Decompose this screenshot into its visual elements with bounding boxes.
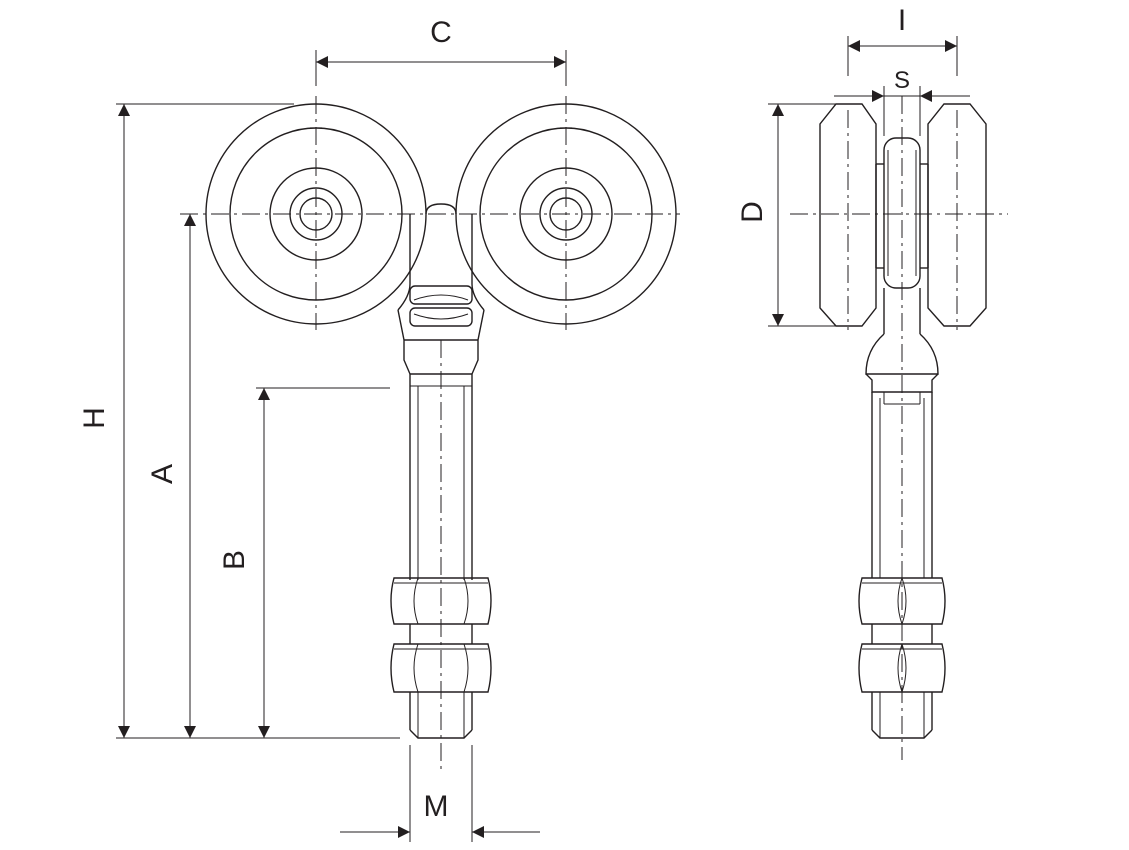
dimension-a: A bbox=[146, 214, 196, 738]
label-m: M bbox=[424, 790, 449, 823]
side-upper-nut bbox=[858, 577, 946, 625]
dimension-d: D bbox=[736, 103, 836, 327]
front-view: C H A B M bbox=[78, 16, 680, 842]
label-d: D bbox=[736, 201, 769, 223]
dimension-h: H bbox=[78, 103, 400, 739]
dimension-i: I bbox=[847, 4, 958, 76]
label-h: H bbox=[78, 407, 111, 429]
dimension-m: M bbox=[340, 745, 540, 842]
label-s: S bbox=[894, 67, 910, 94]
side-neck bbox=[865, 288, 939, 405]
dimension-c: C bbox=[315, 16, 567, 86]
label-i: I bbox=[898, 4, 906, 37]
side-shaft bbox=[871, 392, 933, 739]
dimension-b: B bbox=[218, 387, 390, 738]
lower-nut bbox=[390, 643, 492, 693]
side-left-roller bbox=[819, 103, 877, 327]
side-lower-nut bbox=[858, 643, 946, 693]
label-b: B bbox=[218, 550, 251, 570]
label-c: C bbox=[430, 16, 452, 49]
dimension-s: S bbox=[834, 67, 970, 136]
side-view: D I S bbox=[736, 4, 1008, 760]
threaded-shaft bbox=[409, 374, 473, 739]
label-a: A bbox=[146, 464, 179, 484]
upper-nut bbox=[390, 577, 492, 625]
